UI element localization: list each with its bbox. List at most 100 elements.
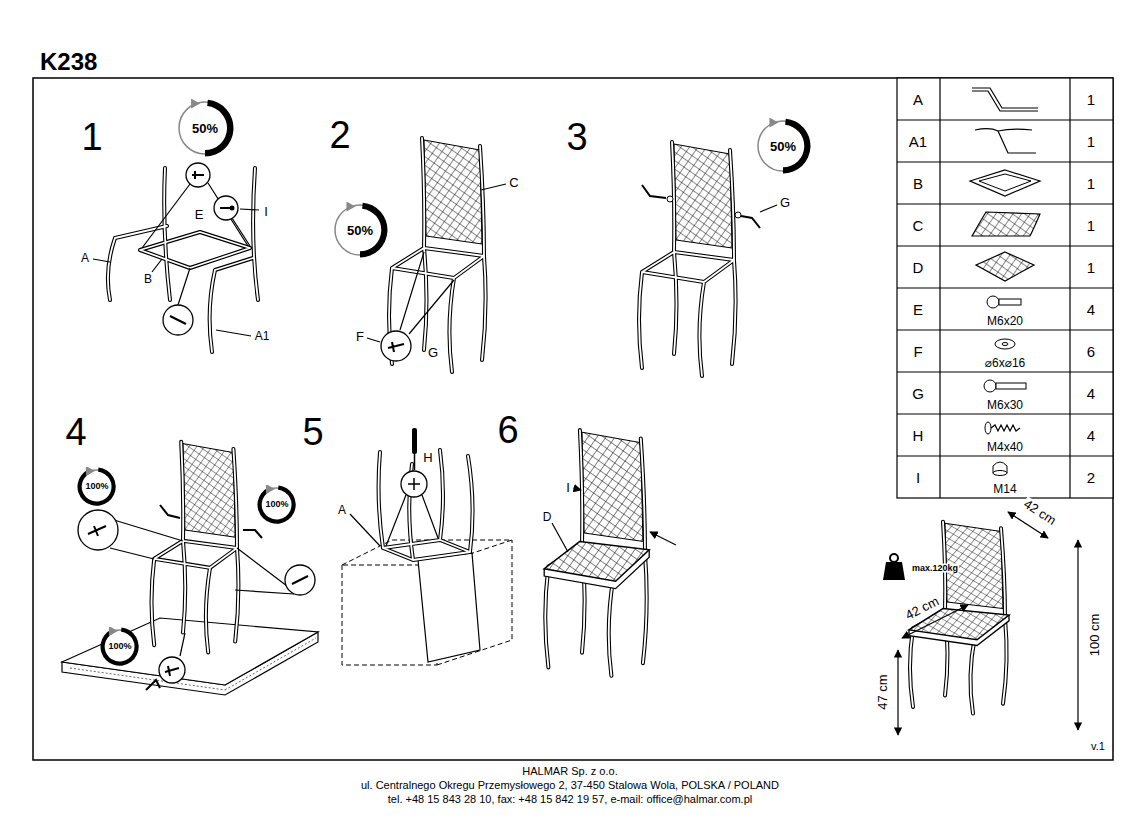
table-quantity: 1: [1086, 176, 1096, 191]
rotation-percent: 50%: [192, 122, 218, 135]
part-letter: I: [263, 205, 269, 218]
step-6-chair: [544, 430, 676, 676]
part-letter: F: [355, 330, 365, 343]
rotation-icon: 100%: [100, 627, 139, 666]
step-1-parts: [214, 196, 238, 220]
part-letter: A: [80, 252, 90, 264]
table-quantity: 4: [1086, 428, 1096, 443]
dimension-label: 100 cm: [1088, 613, 1101, 658]
rotation-arc: [335, 202, 388, 258]
step-number: 4: [64, 413, 87, 451]
step-2-chair: [367, 138, 506, 372]
parts-table: [897, 78, 1113, 498]
footer-text: tel. +48 15 843 28 10, fax: +48 15 842 1…: [387, 794, 753, 805]
table-part-letter: G: [911, 386, 925, 401]
part-letter: A1: [254, 330, 271, 342]
step-3-chair: [639, 142, 777, 376]
hardware-size: M6x20: [986, 315, 1024, 327]
rotation-arc: [758, 118, 811, 174]
page-frame: [33, 78, 1113, 760]
table-part-letter: D: [912, 260, 925, 275]
step-2-chair: [388, 342, 404, 352]
dimension-label: 47 cm: [876, 673, 889, 710]
table-quantity: 4: [1086, 386, 1096, 401]
parts-table: [999, 299, 1021, 305]
step-5-chair: [414, 454, 416, 470]
page-frame: [33, 78, 1113, 760]
version-label: v.1: [1090, 741, 1106, 752]
step-1-parts: [186, 163, 210, 187]
parts-table: [972, 88, 1038, 111]
step-4-chair: [165, 666, 179, 676]
step-4-chair: [78, 510, 118, 550]
step-3-chair: [760, 205, 777, 212]
rotation-arrowhead: [86, 467, 95, 476]
rotation-icon: 100%: [77, 467, 116, 506]
parts-table: [993, 471, 1007, 476]
step-1-parts: [192, 171, 204, 179]
step-1-parts: [93, 163, 259, 352]
hardware-size: M6x30: [986, 399, 1024, 411]
step-1-parts: [93, 183, 259, 336]
dimension-drawing: [883, 562, 905, 580]
dimension-label: 42 cm: [902, 594, 941, 623]
hardware-size: M14: [992, 483, 1017, 495]
rotation-icon: 100%: [257, 485, 296, 524]
table-part-letter: E: [912, 302, 924, 317]
table-quantity: 4: [1086, 302, 1096, 317]
part-letter: I: [565, 481, 571, 494]
parts-table: [996, 383, 1026, 389]
parts-table: [987, 296, 999, 308]
step-1-parts: [108, 168, 258, 352]
step-4-chair: [292, 576, 308, 584]
part-letter: H: [422, 451, 433, 464]
step-6-chair: [573, 488, 581, 490]
rotation-percent: 100%: [265, 500, 288, 509]
rotation-arrowhead: [191, 99, 200, 109]
parts-table: [897, 78, 1113, 498]
step-6-chair: [552, 523, 568, 552]
step-4-chair: [146, 680, 160, 690]
rotation-icon: 50%: [176, 99, 234, 157]
table-quantity: 1: [1086, 134, 1096, 149]
parts-table: [984, 380, 996, 392]
step-3-chair: [735, 212, 741, 218]
table-quantity: 6: [1086, 344, 1096, 359]
step-number: 1: [80, 118, 103, 156]
step-5-chair: [350, 495, 438, 546]
rotation-percent: 50%: [770, 140, 796, 153]
rotation-arrowhead: [346, 202, 355, 212]
parts-table: [1002, 343, 1008, 346]
part-letter: A: [337, 504, 347, 516]
table-part-letter: A1: [908, 134, 928, 149]
step-3-chair: [741, 216, 760, 228]
step-3-chair: [642, 185, 666, 198]
parts-table: [976, 252, 1034, 281]
step-2-chair: [367, 184, 506, 342]
dimension-drawing: [897, 650, 898, 735]
step-4-chair: [110, 520, 294, 656]
table-quantity: 1: [1086, 218, 1096, 233]
step-1-parts: [170, 316, 186, 324]
step-4-chair: [159, 657, 185, 683]
parts-table: [979, 174, 1031, 191]
step-number: 3: [565, 118, 588, 156]
table-part-letter: F: [912, 344, 923, 359]
step-6-chair: [650, 532, 676, 545]
parts-table: [970, 170, 1040, 196]
step-3-chair: [639, 142, 736, 376]
step-6-chair: [544, 430, 649, 676]
step-4-chair: [152, 442, 239, 653]
step-number: 6: [496, 411, 519, 449]
rotation-arrowhead: [266, 485, 275, 494]
parts-table: [897, 78, 1113, 498]
step-4-chair: [285, 565, 315, 595]
dimension-drawing: [909, 522, 1009, 714]
hardware-size: M4x40: [986, 441, 1024, 453]
weight-limit: max.120kg: [911, 564, 959, 573]
dimension-drawing: [883, 512, 1078, 735]
rotation-arrowhead: [109, 627, 118, 636]
step-1-parts: [230, 206, 235, 211]
table-quantity: 1: [1086, 92, 1096, 107]
part-letter: G: [779, 196, 791, 209]
